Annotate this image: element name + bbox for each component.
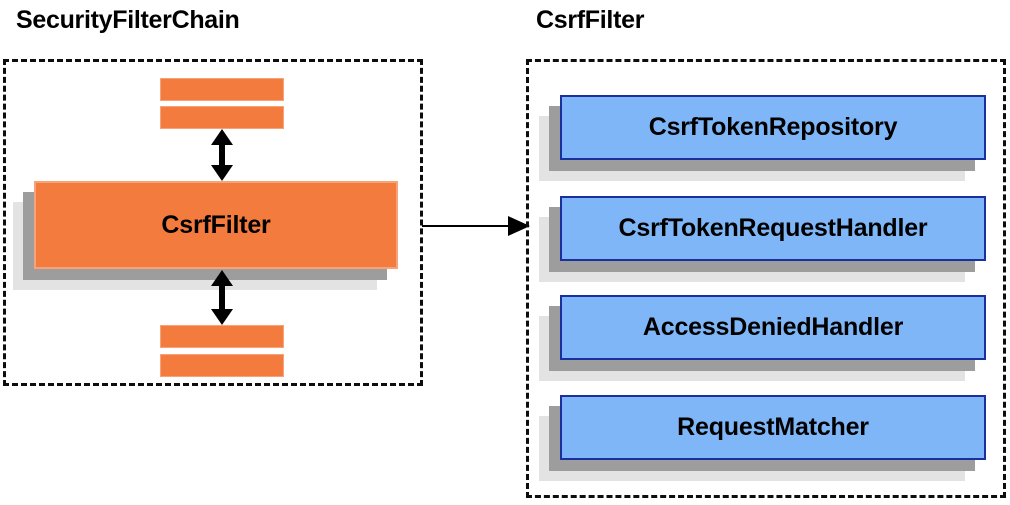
arrowhead-up-icon [211,270,233,286]
arrow-shaft [219,281,225,314]
panel-title-security-filter-chain: SecurityFilterChain [16,6,240,34]
arrowhead-right-icon [508,216,530,236]
arrow-top-bidirectional [211,129,233,181]
box-access-denied-handler[interactable]: AccessDeniedHandler [539,295,986,381]
panel-security-filter-chain [3,59,423,386]
box-csrf-token-repository[interactable]: CsrfTokenRepository [539,95,986,181]
arrow-expand-csrf-filter [422,216,530,236]
arrow-shaft [422,225,514,227]
arrow-shaft [219,140,225,170]
box-access-denied-handler-label: AccessDeniedHandler [560,295,986,360]
box-csrf-filter[interactable]: CsrfFilter [13,181,398,290]
box-csrf-token-repository-label: CsrfTokenRepository [560,95,986,160]
arrowhead-down-icon [211,309,233,325]
panel-title-csrf-filter: CsrfFilter [536,6,645,34]
arrowhead-down-icon [211,165,233,181]
box-request-matcher-label: RequestMatcher [560,395,986,460]
box-csrf-filter-label: CsrfFilter [34,181,398,269]
box-csrf-token-request-handler[interactable]: CsrfTokenRequestHandler [539,196,986,282]
box-request-matcher[interactable]: RequestMatcher [539,395,986,481]
filter-bar-4 [160,354,284,377]
arrowhead-up-icon [211,129,233,145]
filter-bar-1 [160,78,284,101]
arrow-bottom-bidirectional [211,270,233,325]
filter-bar-3 [160,325,284,348]
filter-bar-2 [160,106,284,129]
box-csrf-token-request-handler-label: CsrfTokenRequestHandler [560,196,986,261]
panel-csrf-filter [526,59,1006,498]
